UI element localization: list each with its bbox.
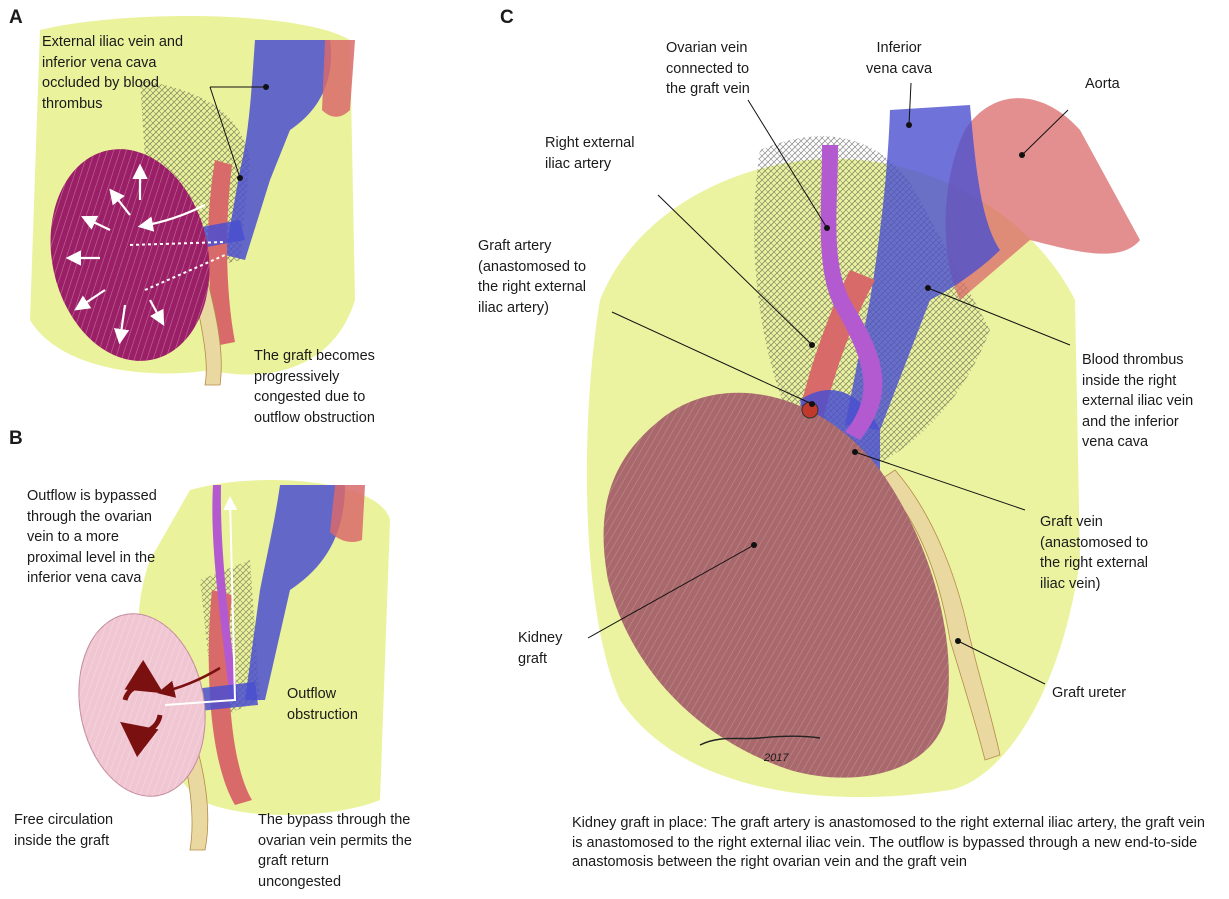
label-outflow-bypassed: Outflow is bypassed through the ovarian … <box>27 486 157 589</box>
label-free-circulation: Free circulation inside the graft <box>14 810 113 851</box>
label-bypass-permits: The bypass through the ovarian vein perm… <box>258 810 412 892</box>
figure-caption: Kidney graft in place: The graft artery … <box>572 814 1212 873</box>
label-graft-congested: The graft becomes progressively congeste… <box>254 346 375 428</box>
label-blood-thrombus: Blood thrombus inside the right external… <box>1082 350 1193 453</box>
label-aorta: Aorta <box>1085 74 1120 95</box>
label-inferior-vena-cava: Inferior vena cava <box>866 38 932 79</box>
label-occluded-veins: External iliac vein and inferior vena ca… <box>42 32 183 114</box>
label-graft-ureter: Graft ureter <box>1052 683 1126 704</box>
panel-c-letter: C <box>500 7 514 29</box>
label-kidney-graft: Kidney graft <box>518 628 562 669</box>
panel-a-letter: A <box>9 7 23 29</box>
label-right-external-iliac-artery: Right external iliac artery <box>545 133 634 174</box>
label-ovarian-vein: Ovarian vein connected to the graft vein <box>666 38 750 100</box>
label-graft-artery: Graft artery (anastomosed to the right e… <box>478 236 586 318</box>
panel-b-letter: B <box>9 428 23 450</box>
panel-a-aorta <box>322 40 355 117</box>
label-outflow-obstruction: Outflow obstruction <box>287 684 358 725</box>
panel-b-aorta <box>330 485 365 542</box>
signature-year: 2017 <box>764 752 788 765</box>
label-graft-vein: Graft vein (anastomosed to the right ext… <box>1040 512 1148 594</box>
